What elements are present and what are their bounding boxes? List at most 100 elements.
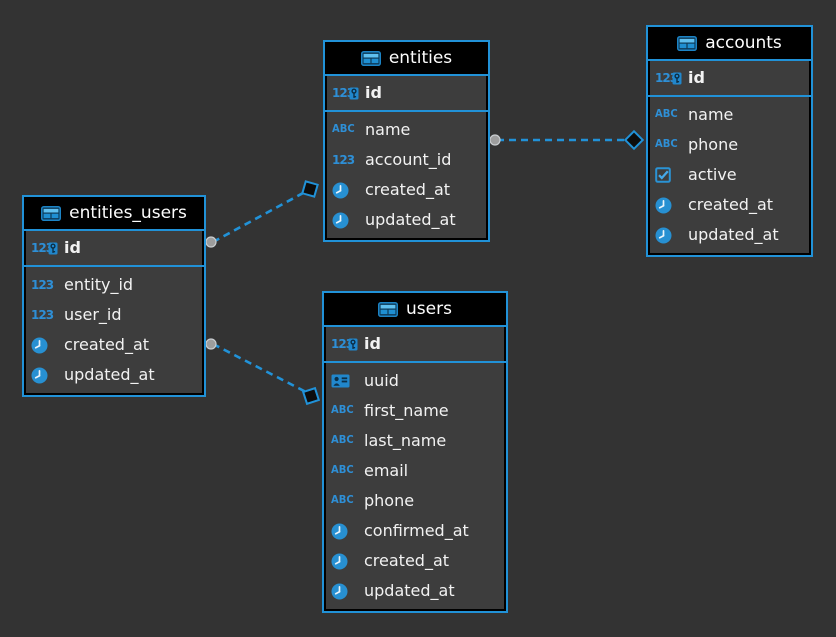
- column-row[interactable]: updated_at: [650, 220, 809, 250]
- column-name: name: [688, 105, 734, 124]
- column-row[interactable]: 123 account_id: [327, 145, 486, 175]
- column-row[interactable]: created_at: [327, 175, 486, 205]
- relation-entities_users-entities[interactable]: [205, 180, 319, 248]
- column-name: email: [364, 461, 409, 480]
- column-row[interactable]: updated_at: [26, 360, 202, 390]
- datetime-type-icon: [332, 212, 358, 229]
- datetime-type-icon: [331, 583, 357, 600]
- column-name: last_name: [364, 431, 447, 450]
- datetime-type-icon: [331, 523, 357, 540]
- pk-row[interactable]: 123 id: [26, 231, 202, 265]
- column-row[interactable]: created_at: [650, 190, 809, 220]
- column-list: ABC name 123 account_id created_at updat…: [327, 112, 486, 238]
- column-row[interactable]: updated_at: [327, 205, 486, 235]
- table-icon: [677, 36, 697, 51]
- column-name: updated_at: [364, 581, 455, 600]
- column-row[interactable]: 123 user_id: [26, 300, 202, 330]
- column-list: ABC name ABC phone active created_at upd…: [650, 97, 809, 253]
- pk-column-name: id: [64, 238, 81, 257]
- column-name: created_at: [364, 551, 450, 570]
- text-type-icon: ABC: [655, 108, 678, 121]
- datetime-type-icon: [655, 197, 681, 214]
- column-row[interactable]: created_at: [26, 330, 202, 360]
- column-row[interactable]: 123 entity_id: [26, 270, 202, 300]
- column-name: updated_at: [64, 365, 155, 384]
- column-row[interactable]: uuid: [326, 366, 504, 396]
- table-users[interactable]: users 123 id uuid ABC first_name ABC las…: [322, 291, 508, 613]
- column-name: confirmed_at: [364, 521, 469, 540]
- column-name: entity_id: [64, 275, 134, 294]
- column-row[interactable]: updated_at: [326, 576, 504, 606]
- divider: [324, 361, 506, 363]
- table-entities[interactable]: entities 123 id ABC name 123 account_id …: [323, 40, 490, 242]
- column-name: created_at: [365, 180, 451, 199]
- number-key-icon: 123: [331, 338, 357, 350]
- column-row[interactable]: created_at: [326, 546, 504, 576]
- divider: [325, 74, 488, 76]
- column-row[interactable]: confirmed_at: [326, 516, 504, 546]
- text-type-icon: ABC: [331, 464, 354, 477]
- relation-diamond-end: [301, 386, 321, 406]
- divider: [324, 325, 506, 327]
- pk-row[interactable]: 123 id: [326, 327, 504, 361]
- text-type-icon: ABC: [331, 494, 354, 507]
- datetime-type-icon: [332, 182, 358, 199]
- table-header[interactable]: entities_users: [24, 197, 204, 229]
- column-row[interactable]: ABC name: [650, 100, 809, 130]
- number-type-icon: 123: [31, 278, 54, 292]
- table-title: entities: [388, 48, 453, 68]
- column-name: created_at: [64, 335, 150, 354]
- uuid-card-type-icon: [331, 374, 357, 388]
- datetime-type-icon: [31, 337, 57, 354]
- column-row[interactable]: ABC first_name: [326, 396, 504, 426]
- text-type-icon: ABC: [331, 404, 354, 417]
- relation-diamond-end: [623, 129, 645, 151]
- table-title: users: [406, 299, 452, 319]
- table-header[interactable]: users: [324, 293, 506, 325]
- pk-column-name: id: [688, 68, 705, 87]
- number-key-icon: 123: [31, 242, 57, 254]
- number-key-icon: 123: [655, 72, 681, 84]
- column-name: active: [688, 165, 737, 184]
- column-name: name: [365, 120, 411, 139]
- divider: [648, 59, 811, 61]
- column-row[interactable]: ABC phone: [326, 486, 504, 516]
- key-icon: [348, 338, 358, 351]
- relation-circle-end: [205, 236, 217, 248]
- pk-column-name: id: [365, 83, 382, 102]
- divider: [648, 95, 811, 97]
- datetime-type-icon: [331, 553, 357, 570]
- table-title: accounts: [705, 33, 782, 53]
- column-name: phone: [364, 491, 415, 510]
- column-name: account_id: [365, 150, 452, 169]
- key-icon: [349, 87, 359, 100]
- number-type-icon: 123: [332, 153, 355, 167]
- column-list: 123 entity_id 123 user_id created_at upd…: [26, 267, 202, 393]
- column-row[interactable]: ABC last_name: [326, 426, 504, 456]
- pk-row[interactable]: 123 id: [650, 61, 809, 95]
- relation-entities-accounts[interactable]: [489, 129, 645, 151]
- table-icon: [361, 51, 381, 66]
- divider: [325, 110, 488, 112]
- column-name: first_name: [364, 401, 449, 420]
- column-name: updated_at: [365, 210, 456, 229]
- table-accounts[interactable]: accounts 123 id ABC name ABC phone activ…: [646, 25, 813, 257]
- number-key-icon: 123: [332, 87, 358, 99]
- pk-row[interactable]: 123 id: [327, 76, 486, 110]
- number-type-icon: 123: [31, 308, 54, 322]
- relation-entities_users-users[interactable]: [205, 338, 321, 406]
- table-header[interactable]: accounts: [648, 27, 811, 59]
- table-entities_users[interactable]: entities_users 123 id 123 entity_id 123 …: [22, 195, 206, 397]
- column-list: uuid ABC first_name ABC last_name ABC em…: [326, 363, 504, 609]
- column-name: phone: [688, 135, 739, 154]
- relation-circle-end: [489, 134, 501, 146]
- column-name: user_id: [64, 305, 122, 324]
- table-header[interactable]: entities: [325, 42, 488, 74]
- table-icon: [41, 206, 61, 221]
- column-row[interactable]: ABC email: [326, 456, 504, 486]
- column-row[interactable]: active: [650, 160, 809, 190]
- column-row[interactable]: ABC name: [327, 115, 486, 145]
- column-row[interactable]: ABC phone: [650, 130, 809, 160]
- column-name: created_at: [688, 195, 774, 214]
